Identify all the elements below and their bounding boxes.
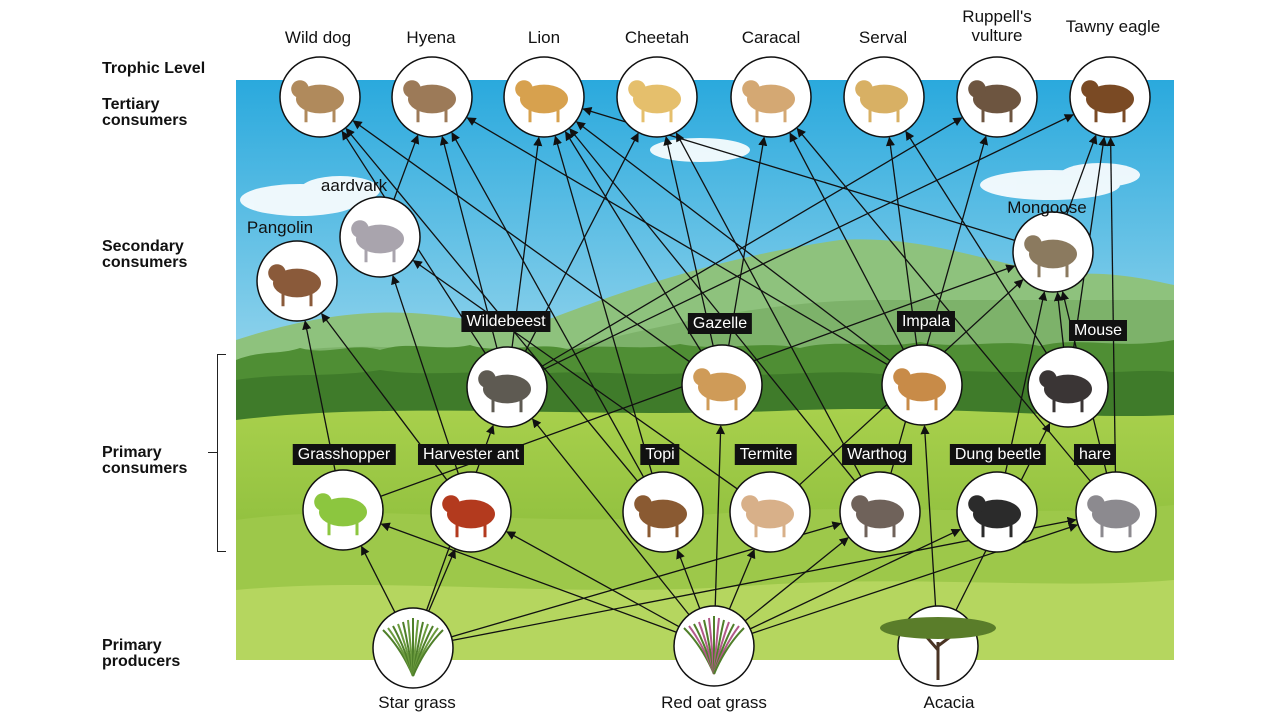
arrow-topi-to-hyena xyxy=(451,132,645,478)
arrow-mouse-to-mongoose xyxy=(1053,291,1065,348)
arrow-mouse-to-serval xyxy=(905,130,1048,354)
organism-nodes xyxy=(256,56,1157,689)
arrow-impala-to-lion xyxy=(575,121,891,362)
node-termite xyxy=(729,471,811,553)
label-star-grass: Star grass xyxy=(378,693,456,712)
secondary-consumers-label: Secondary consumers xyxy=(102,238,188,271)
label-wildebeest: Wildebeest xyxy=(461,311,551,332)
arrow-warthog-to-lion xyxy=(569,128,856,482)
arrow-impala-to-hyena xyxy=(466,117,888,366)
label-caracal: Caracal xyxy=(741,28,801,47)
node-caracal xyxy=(730,56,812,138)
label-cheetah: Cheetah xyxy=(624,28,690,47)
node-pangolin xyxy=(256,240,338,322)
node-lion xyxy=(503,56,585,138)
arrow-gazelle-to-cheetah xyxy=(663,136,714,347)
label-impala: Impala xyxy=(896,311,956,332)
node-topi xyxy=(622,471,704,553)
node-wildebeest xyxy=(466,346,548,428)
label-wild-dog: Wild dog xyxy=(284,28,352,47)
trophic-level-heading: Trophic Level xyxy=(102,60,206,77)
node-red-oat-grass xyxy=(673,605,755,687)
label-warthog: Warthog xyxy=(842,444,912,465)
arrow-mongoose-to-tawny-eagle xyxy=(1066,134,1098,215)
arrow-red-oat-grass-to-grasshopper xyxy=(380,522,677,633)
label-aardvark: aardvark xyxy=(320,176,388,195)
label-gazelle: Gazelle xyxy=(687,313,753,334)
label-acacia: Acacia xyxy=(923,693,975,712)
arrow-hare-to-tawny-eagle xyxy=(1106,137,1117,473)
arrow-red-oat-grass-to-dung-beetle xyxy=(749,528,961,630)
label-hyena: Hyena xyxy=(406,28,456,47)
node-ruppells-vulture xyxy=(956,56,1038,138)
arrow-topi-to-wild-dog xyxy=(345,127,639,482)
primary-consumers-label: Primary consumers xyxy=(102,444,188,477)
label-tawny-eagle: Tawny eagle xyxy=(1065,17,1161,36)
bracket-tick xyxy=(208,452,217,453)
node-mouse xyxy=(1027,346,1109,428)
node-tawny-eagle xyxy=(1069,56,1151,138)
arrow-gazelle-to-lion xyxy=(565,131,702,352)
node-aardvark xyxy=(339,196,421,278)
label-hare: hare xyxy=(1073,444,1117,465)
arrow-acacia-to-impala xyxy=(920,425,937,607)
node-dung-beetle xyxy=(956,471,1038,553)
primary-producers-label: Primary producers xyxy=(102,637,181,670)
arrow-red-oat-grass-to-gazelle xyxy=(714,425,726,607)
arrow-red-oat-grass-to-warthog xyxy=(744,537,849,622)
arrow-red-oat-grass-to-termite xyxy=(728,548,756,610)
label-ruppells-vulture: Ruppell's vulture xyxy=(962,7,1032,45)
label-mongoose: Mongoose xyxy=(1007,198,1087,217)
node-mongoose xyxy=(1012,211,1094,293)
arrow-gazelle-to-wild-dog xyxy=(352,120,690,363)
node-acacia xyxy=(880,605,996,687)
arrow-star-grass-to-grasshopper xyxy=(360,545,396,613)
arrow-harvester-ant-to-aardvark xyxy=(391,275,460,475)
node-hyena xyxy=(391,56,473,138)
arrow-warthog-to-cheetah xyxy=(675,132,862,478)
primary-consumers-bracket xyxy=(217,354,226,552)
node-hare xyxy=(1075,471,1157,553)
node-impala xyxy=(881,344,963,426)
arrow-red-oat-grass-to-harvester-ant xyxy=(506,531,680,628)
label-red-oat-grass: Red oat grass xyxy=(661,693,767,712)
arrow-impala-to-serval xyxy=(885,136,918,346)
arrow-wildebeest-to-tawny-eagle xyxy=(542,114,1074,371)
node-wild-dog xyxy=(279,56,361,138)
node-warthog xyxy=(839,471,921,553)
label-mouse: Mouse xyxy=(1068,320,1128,341)
node-star-grass xyxy=(372,607,454,689)
node-harvester-ant xyxy=(430,471,512,553)
arrow-gazelle-to-caracal xyxy=(728,136,768,346)
label-harvester-ant: Harvester ant xyxy=(417,444,525,465)
label-topi: Topi xyxy=(640,444,680,465)
node-gazelle xyxy=(681,344,763,426)
label-grasshopper: Grasshopper xyxy=(292,444,396,465)
tertiary-consumers-label: Tertiary consumers xyxy=(102,96,188,129)
label-serval: Serval xyxy=(858,28,908,47)
arrow-hare-to-caracal xyxy=(796,127,1091,482)
arrow-aardvark-to-hyena xyxy=(393,134,420,200)
arrow-dung-beetle-to-mongoose xyxy=(1004,291,1048,474)
arrow-red-oat-grass-to-topi xyxy=(676,549,701,609)
label-pangolin: Pangolin xyxy=(246,218,314,237)
label-lion: Lion xyxy=(527,28,561,47)
arrow-termite-to-aardvark xyxy=(412,260,738,490)
arrow-star-grass-to-harvester-ant xyxy=(428,548,456,612)
node-grasshopper xyxy=(302,469,384,551)
arrow-topi-to-lion xyxy=(553,135,653,474)
label-dung-beetle: Dung beetle xyxy=(949,444,1047,465)
arrow-red-oat-grass-to-wildebeest xyxy=(532,418,690,616)
node-cheetah xyxy=(616,56,698,138)
node-serval xyxy=(843,56,925,138)
label-termite: Termite xyxy=(734,444,798,465)
